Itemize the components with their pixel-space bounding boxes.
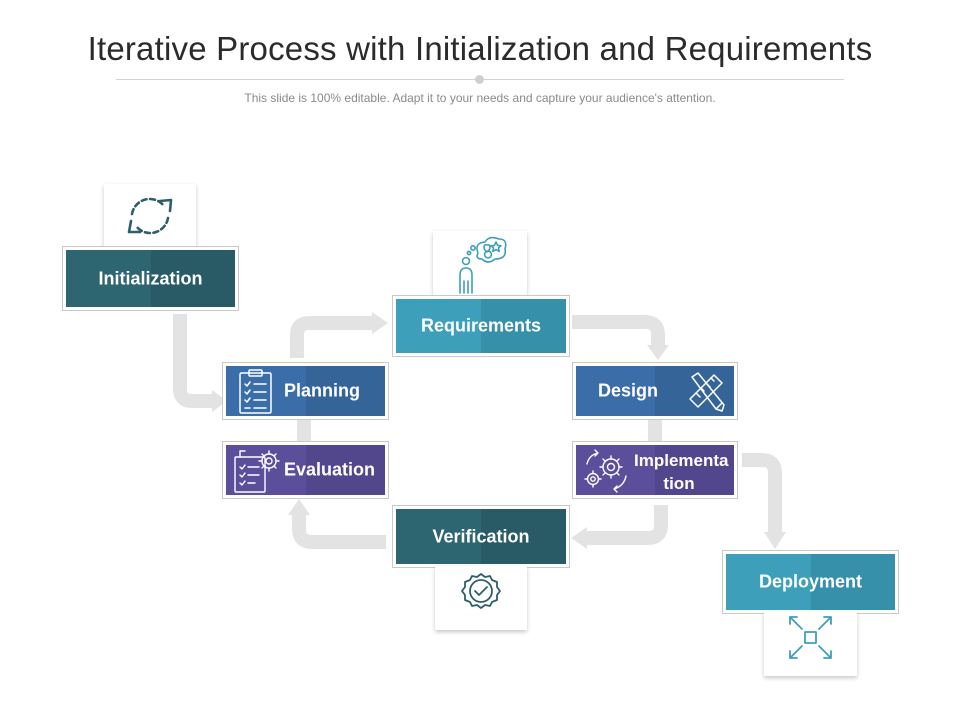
design-label: Design <box>598 380 659 401</box>
document-gears-icon <box>234 450 280 493</box>
verification-label: Verification <box>432 526 530 546</box>
evaluation-fill: Evaluation <box>226 445 385 495</box>
clipboard-checklist-icon <box>239 369 272 414</box>
gears-cycle-icon <box>584 449 627 493</box>
implementation-fill: Implementa tion <box>576 445 734 495</box>
person-thinking-icon <box>459 236 507 294</box>
initialization-label: Initialization <box>98 268 203 288</box>
step-deployment: Deployment <box>722 550 899 614</box>
step-design: Design <box>572 362 738 420</box>
arrow-planning-to-requirements <box>290 316 372 358</box>
slide-title: Iterative Process with Initialization an… <box>87 30 873 67</box>
planning-fill: Planning <box>226 366 385 416</box>
title-divider-dot <box>475 75 484 84</box>
deployment-label: Deployment <box>758 571 863 592</box>
design-fill: Design <box>576 366 734 416</box>
verification-fill: Verification <box>396 509 566 564</box>
step-requirements: Requirements <box>392 295 570 357</box>
step-planning: Planning <box>222 362 389 420</box>
initialization-icon-card <box>104 184 196 250</box>
arrow-initialization-to-planning <box>173 314 212 408</box>
arrowhead-design <box>647 345 669 360</box>
initialization-fill: Initialization <box>66 250 235 307</box>
step-implementation: Implementa tion <box>572 441 738 499</box>
arrowhead-evaluation <box>288 499 310 515</box>
arrow-requirements-to-design <box>572 315 665 345</box>
arrow-implementation-to-verification <box>587 505 668 545</box>
requirements-fill: Requirements <box>396 299 566 353</box>
requirements-label: Requirements <box>420 315 542 336</box>
refresh-cycle-icon <box>127 197 173 235</box>
step-evaluation: Evaluation <box>222 441 389 499</box>
implementation-label-line1: Implementa <box>634 451 729 470</box>
arrowhead-planning <box>212 390 227 412</box>
deployment-fill: Deployment <box>726 554 895 610</box>
arrowhead-deployment <box>764 532 786 549</box>
implementation-label-line2: tion <box>663 474 695 493</box>
step-initialization: Initialization <box>62 246 239 311</box>
arrowhead-requirements <box>372 312 388 334</box>
expand-arrows-icon <box>789 616 832 659</box>
arrow-implementation-to-deployment <box>742 453 782 532</box>
planning-label: Planning <box>284 380 360 401</box>
badge-check-icon <box>461 573 501 609</box>
verification-icon-card <box>435 566 527 630</box>
step-verification: Verification <box>392 505 570 568</box>
pencil-ruler-icon <box>689 372 725 412</box>
arrowhead-verification <box>571 527 587 549</box>
evaluation-label: Evaluation <box>284 459 376 480</box>
deployment-icon-card <box>764 612 857 676</box>
requirements-icon-card <box>433 231 527 301</box>
slide-subtitle: This slide is 100% editable. Adapt it to… <box>244 91 716 105</box>
arrow-verification-to-evaluation <box>292 515 386 549</box>
